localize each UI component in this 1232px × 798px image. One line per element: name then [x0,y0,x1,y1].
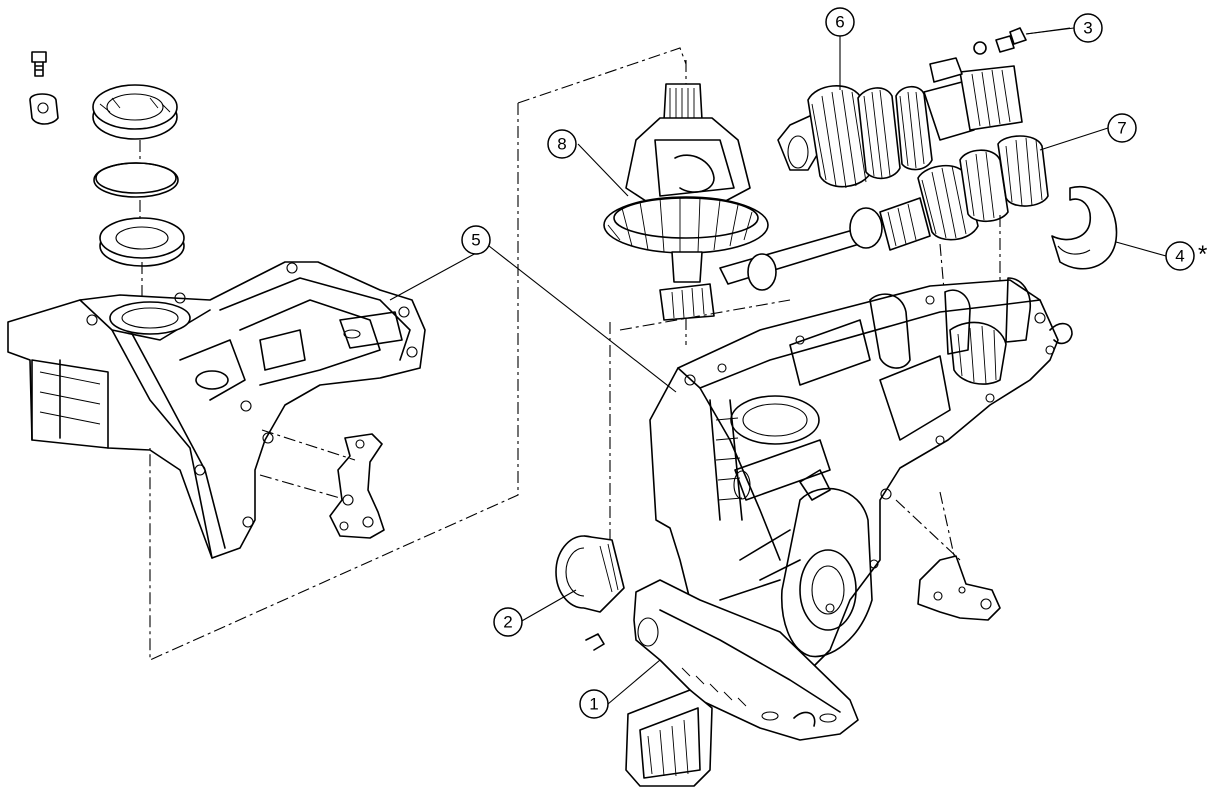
left-transmission-housing [7,261,426,559]
callout-4-label: 4 [1175,247,1184,266]
callout-6: 6 [825,7,855,37]
callout-5-label: 5 [471,231,480,250]
callout-6-label: 6 [835,13,844,32]
callout-7: 7 [1107,113,1137,143]
shift-rail-arm [633,579,859,741]
callout-1-label: 1 [589,695,598,714]
oil-seal-boot [555,535,625,651]
mainshaft-gear-cluster [777,27,1071,189]
differential-assembly [603,60,769,345]
left-housing-bracket [329,433,385,539]
callout-5: 5 [461,225,491,255]
callout-1: 1 [579,689,609,719]
callout-8: 8 [547,129,577,159]
right-mount-bracket [917,555,1001,621]
drain-plug-and-washer [29,51,59,125]
main-transaxle-case [609,277,1073,691]
input-shaft-assembly [719,135,1049,291]
bearing-and-seal-stack [92,84,185,300]
leader-lines [389,27,1167,705]
callout-7-label: 7 [1117,119,1126,138]
callout-3-label: 3 [1083,19,1092,38]
callout-2-label: 2 [503,613,512,632]
callout-8-label: 8 [557,135,566,154]
left-group-dash-frame [149,47,687,661]
callout-3: 3 [1073,13,1103,43]
callout-2: 2 [493,607,523,637]
callout-4-asterisk: * [1198,241,1207,268]
callout-4: 4 * [1165,241,1207,271]
rubber-boot-cover [625,689,713,787]
snap-ring-half-washer [1051,185,1118,270]
